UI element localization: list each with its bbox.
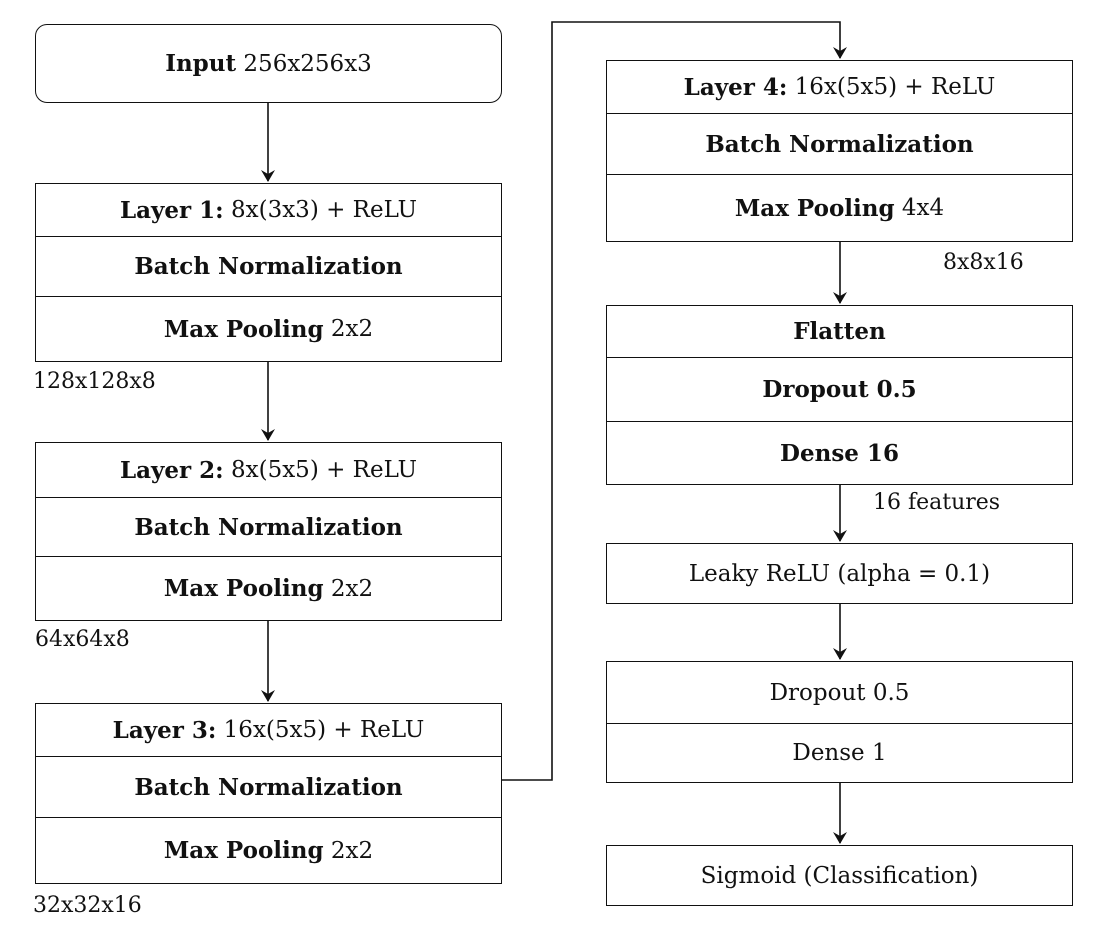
layer3-block: Layer 3: 16x(5x5) + ReLU Batch Normaliza… [35, 703, 502, 884]
arrow-layer3-to-layer4 [502, 21, 847, 781]
input-label-bold: Input [165, 50, 237, 77]
layer3-pool-size: 2x2 [330, 837, 374, 864]
layer4-conv-spec: 16x(5x5) + ReLU [794, 74, 996, 100]
layer2-pool-title: Max Pooling [163, 575, 324, 602]
layer2-block: Layer 2: 8x(5x5) + ReLU Batch Normalizat… [35, 442, 502, 621]
layer3-batchnorm: Batch Normalization [36, 756, 501, 817]
layer3-title: Layer 3: [112, 716, 217, 744]
layer1-output-shape: 128x128x8 [33, 369, 156, 394]
layer1-pool-row: Max Pooling 2x2 [36, 296, 501, 361]
leaky-relu-block: Leaky ReLU (alpha = 0.1) [606, 543, 1073, 604]
sigmoid-block: Sigmoid (Classification) [606, 845, 1073, 906]
layer2-pool-size: 2x2 [330, 575, 374, 602]
dropout-layer-1: Dropout 0.5 [607, 357, 1072, 421]
input-box: Input 256x256x3 [35, 24, 502, 103]
layer4-batchnorm: Batch Normalization [607, 113, 1072, 174]
layer1-pool-size: 2x2 [330, 316, 374, 342]
flatten-layer: Flatten [793, 318, 886, 345]
dense16-layer: Dense 16 [607, 421, 1072, 484]
layer4-pool-size: 4x4 [901, 195, 945, 221]
input-label-shape: 256x256x3 [243, 50, 372, 77]
layer2-title: Layer 2: [119, 456, 224, 484]
layer2-conv-spec: 8x(5x5) + ReLU [231, 457, 418, 483]
layer4-block: Layer 4: 16x(5x5) + ReLU Batch Normaliza… [606, 60, 1073, 242]
layer1-block: Layer 1: 8x(3x3) + ReLU Batch Normalizat… [35, 183, 502, 362]
layer1-title: Layer 1: [119, 196, 224, 224]
layer2-pool-row: Max Pooling 2x2 [36, 556, 501, 620]
layer3-conv-spec: 16x(5x5) + ReLU [223, 717, 425, 743]
layer2-batchnorm: Batch Normalization [36, 497, 501, 556]
layer4-title: Layer 4: [683, 73, 788, 101]
layer1-conv-row: Layer 1: 8x(3x3) + ReLU [36, 184, 501, 236]
layer4-output-shape: 8x8x16 [943, 250, 1024, 275]
sigmoid-label: Sigmoid (Classification) [700, 862, 979, 889]
leaky-relu-label: Leaky ReLU (alpha = 0.1) [688, 560, 991, 587]
dense1-layer: Dense 1 [607, 723, 1072, 782]
layer3-pool-row: Max Pooling 2x2 [36, 817, 501, 883]
layer3-output-shape: 32x32x16 [33, 893, 142, 918]
layer3-pool-title: Max Pooling [163, 837, 324, 864]
features-label: 16 features [873, 490, 1001, 515]
layer2-output-shape: 64x64x8 [35, 627, 130, 652]
layer1-pool-title: Max Pooling [163, 315, 324, 343]
layer3-conv-row: Layer 3: 16x(5x5) + ReLU [36, 704, 501, 756]
dense-head-block: Flatten Dropout 0.5 Dense 16 [606, 305, 1073, 485]
output-dense-block: Dropout 0.5 Dense 1 [606, 661, 1073, 783]
layer4-conv-row: Layer 4: 16x(5x5) + ReLU [607, 61, 1072, 113]
layer4-pool-row: Max Pooling 4x4 [607, 174, 1072, 241]
layer2-conv-row: Layer 2: 8x(5x5) + ReLU [36, 443, 501, 497]
layer1-batchnorm: Batch Normalization [36, 236, 501, 296]
input-label: Input 256x256x3 [36, 25, 501, 102]
dropout-layer-2: Dropout 0.5 [769, 679, 910, 706]
layer1-conv-spec: 8x(3x3) + ReLU [231, 197, 418, 223]
layer4-pool-title: Max Pooling [734, 194, 895, 222]
